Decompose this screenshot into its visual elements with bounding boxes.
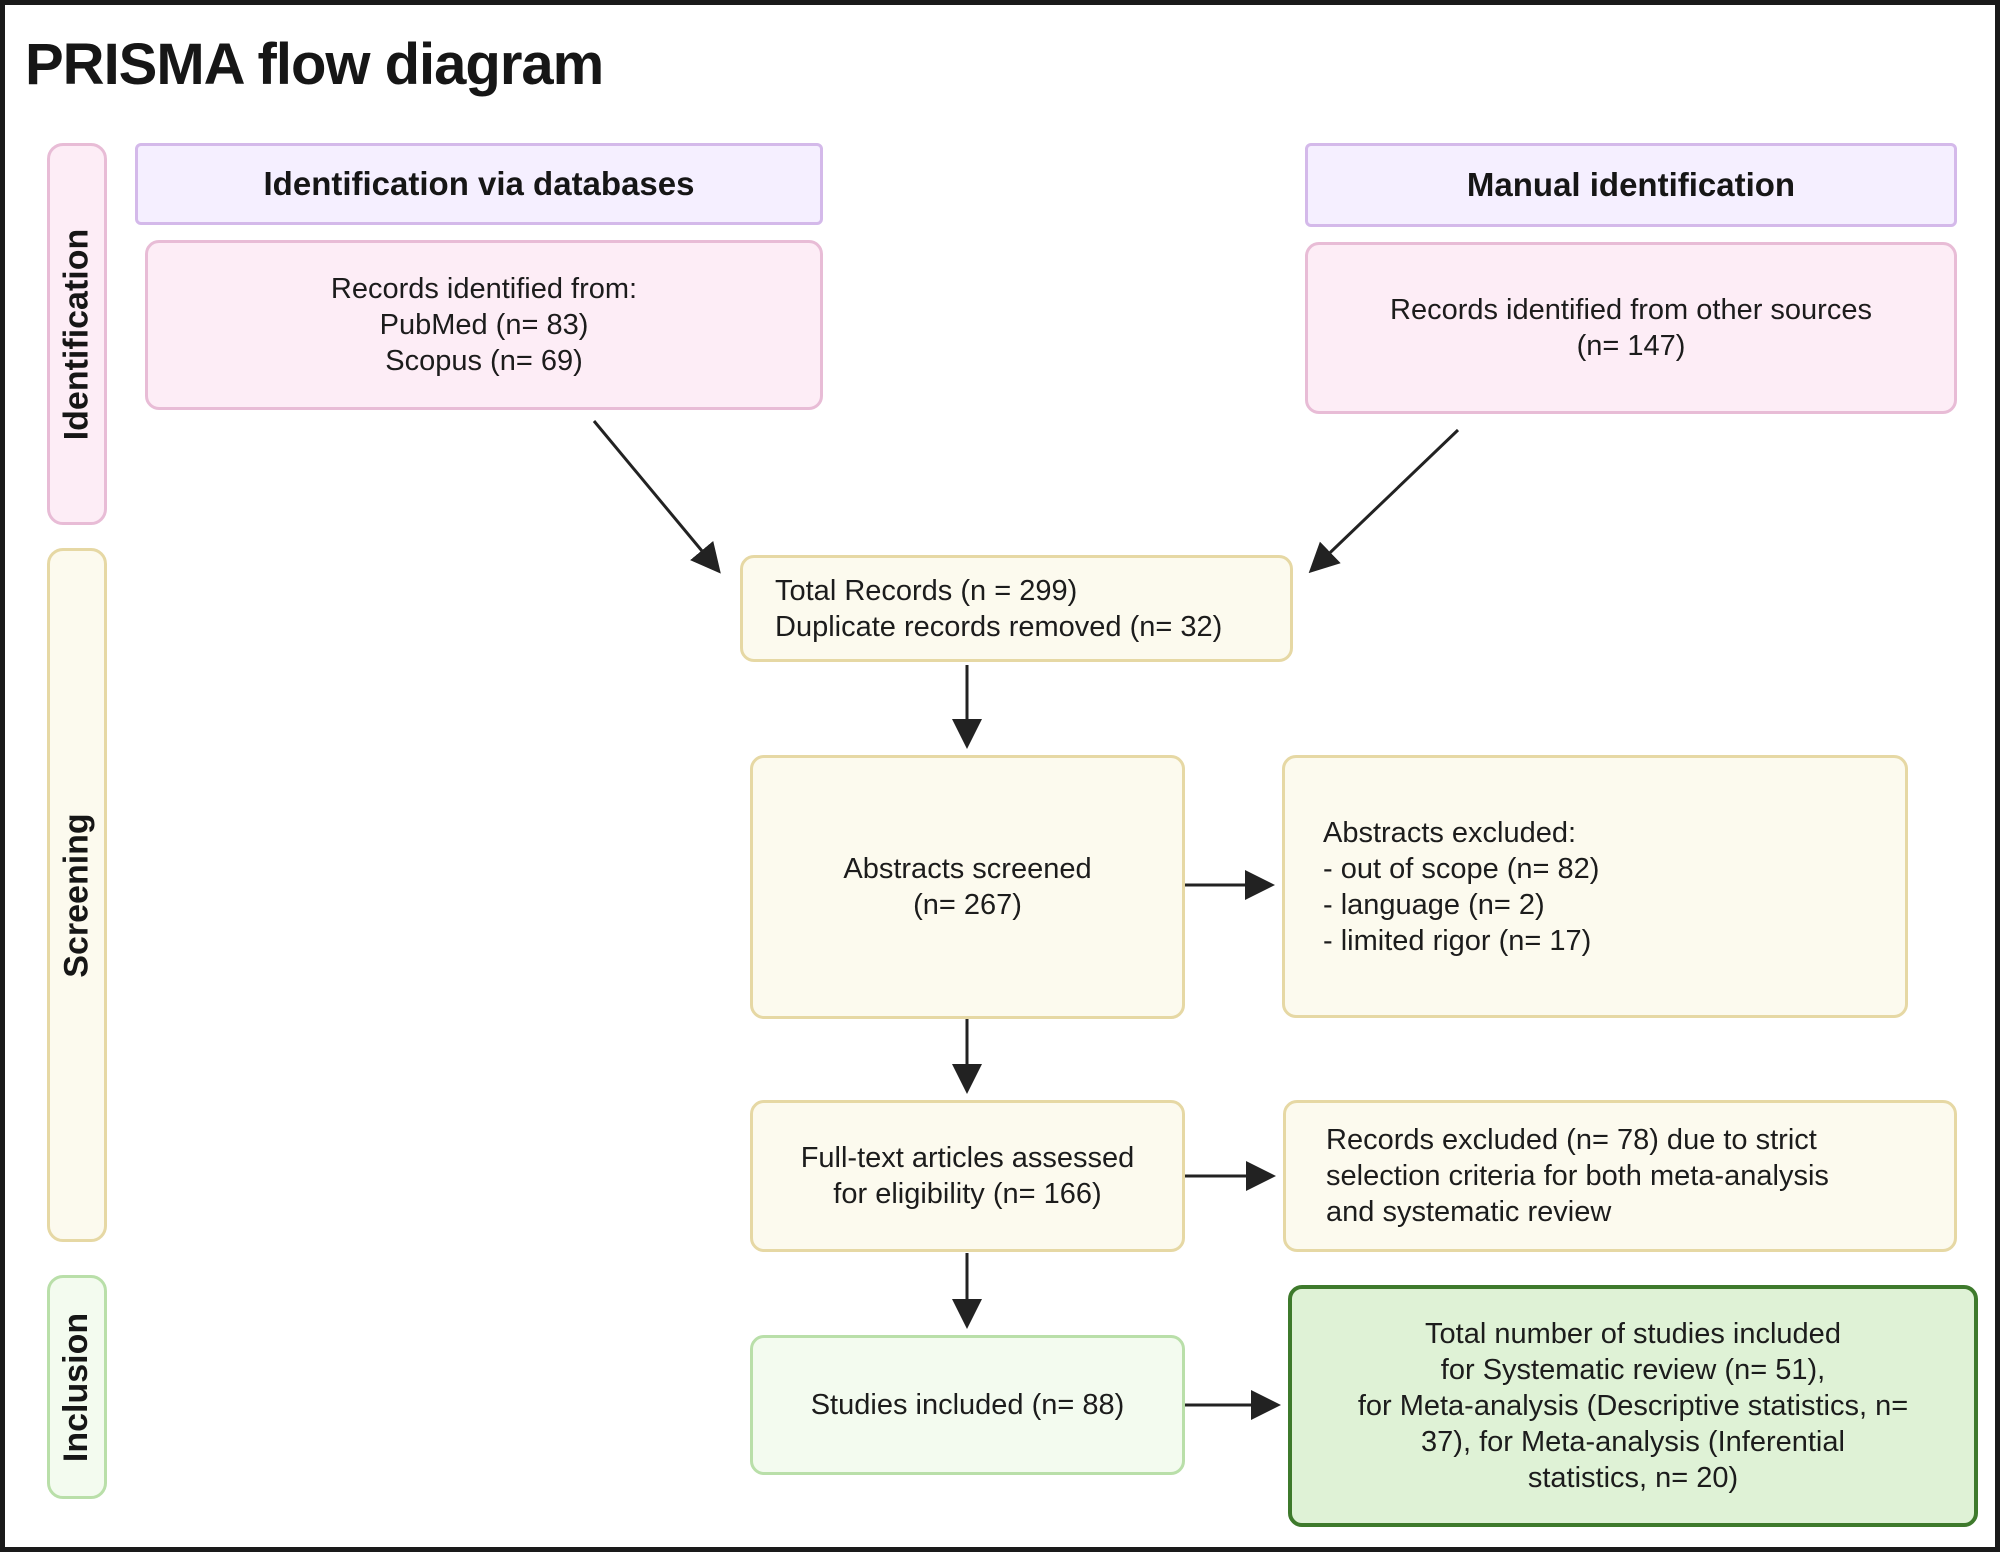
stage-screening: Screening: [47, 548, 107, 1242]
header-manual-label: Manual identification: [1466, 166, 1796, 203]
box-total-records-text: Total Records (n = 299) Duplicate record…: [775, 574, 1223, 643]
box-studies-included: Studies included (n= 88): [750, 1335, 1185, 1475]
header-databases: Identification via databases: [135, 143, 823, 225]
box-records-excluded: Records excluded (n= 78) due to strict s…: [1283, 1100, 1957, 1252]
box-abstracts-screened-text: Abstracts screened (n= 267): [843, 853, 1092, 921]
box-records-other-text: Records identified from other sources (n…: [1390, 294, 1872, 362]
arrow-other-to-total: [1308, 428, 1460, 574]
box-abstracts-screened: Abstracts screened (n= 267): [750, 755, 1185, 1019]
box-fulltext-assessed: Full-text articles assessed for eligibil…: [750, 1100, 1185, 1252]
stage-inclusion: Inclusion: [47, 1275, 107, 1499]
box-records-databases: Records identified from: PubMed (n= 83) …: [145, 240, 823, 410]
box-fulltext-assessed-text: Full-text articles assessed for eligibil…: [800, 1142, 1135, 1210]
header-databases-label: Identification via databases: [263, 165, 695, 202]
box-total-included-text: Total number of studies included for Sys…: [1357, 1318, 1909, 1494]
box-records-other: Records identified from other sources (n…: [1305, 242, 1957, 414]
box-records-databases-text: Records identified from: PubMed (n= 83) …: [330, 273, 638, 377]
box-studies-included-text: Studies included (n= 88): [810, 1389, 1125, 1421]
stage-identification: Identification: [47, 143, 107, 525]
header-manual: Manual identification: [1305, 143, 1957, 227]
box-abstracts-excluded: Abstracts excluded: - out of scope (n= 8…: [1282, 755, 1908, 1018]
box-total-records: Total Records (n = 299) Duplicate record…: [740, 555, 1293, 662]
box-records-excluded-text: Records excluded (n= 78) due to strict s…: [1326, 1124, 1829, 1228]
box-total-included: Total number of studies included for Sys…: [1288, 1285, 1978, 1527]
arrow-databases-to-total: [592, 420, 721, 574]
flow-arrows: [592, 420, 1460, 1420]
diagram-title: PRISMA flow diagram: [25, 32, 604, 97]
box-abstracts-excluded-text: Abstracts excluded: - out of scope (n= 8…: [1323, 816, 1600, 957]
